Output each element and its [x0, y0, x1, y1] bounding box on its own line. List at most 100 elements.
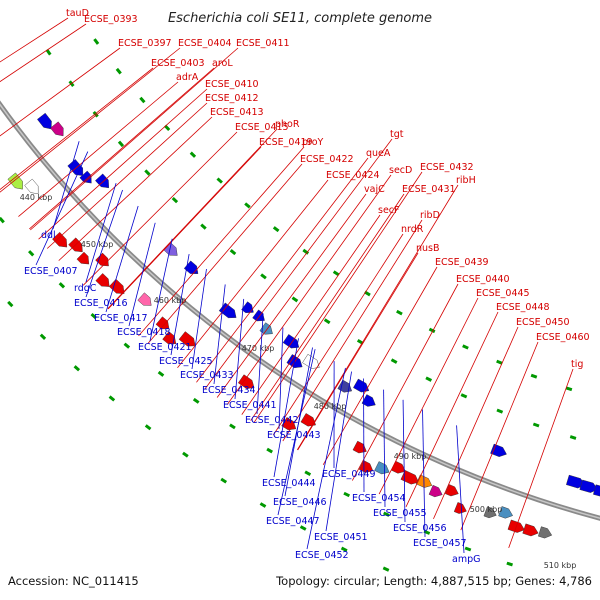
gene-label-top: secD: [389, 165, 412, 176]
gene-label-bottom: ECSE_0407: [24, 266, 78, 277]
gene-label-top: ECSE_0424: [326, 170, 380, 181]
gene-label-top: ECSE_0432: [420, 162, 474, 173]
label-leader: [52, 141, 80, 230]
label-leader: [177, 179, 329, 369]
label-leader: [272, 233, 404, 436]
gc-tick: [39, 333, 47, 340]
gene-label-bottom: ECSE_0449: [322, 469, 376, 480]
label-leader: [277, 349, 316, 516]
genome-summary-text: Topology: circular; Length: 4,887,515 bp…: [275, 574, 592, 588]
gc-tick: [192, 397, 200, 404]
gene-feature: [302, 353, 320, 369]
gene-feature: [162, 331, 177, 344]
label-leader: [460, 341, 539, 531]
gc-tick: [144, 169, 151, 176]
gene-label-top: queA: [366, 148, 391, 159]
gc-tick: [460, 393, 468, 399]
gene-label-bottom: ECSE_0451: [314, 532, 368, 543]
gene-feature: [108, 278, 125, 294]
gene-feature: [498, 506, 513, 519]
label-leader: [107, 146, 262, 310]
gene-label-top: secF: [378, 205, 399, 216]
label-leader: [213, 284, 226, 385]
gc-tick: [139, 96, 146, 104]
label-leader: [147, 163, 303, 344]
label-leader: [296, 184, 459, 451]
gene-feature: [352, 440, 367, 454]
gc-tick: [108, 395, 116, 402]
gene-feature: [95, 273, 110, 287]
label-leader: [0, 67, 154, 191]
gene-label-top: proY: [302, 137, 324, 148]
gene-label-bottom: ECSE_0452: [295, 550, 349, 561]
gene-label-top: ECSE_0403: [151, 58, 205, 69]
gc-tick: [464, 546, 472, 552]
gene-feature: [155, 316, 170, 330]
gene-label-top: adrA: [176, 72, 199, 83]
gene-label-bottom: ECSE_0457: [413, 538, 467, 549]
gene-label-bottom: ECSE_0454: [352, 493, 406, 504]
gene-label-bottom: ECSE_0442: [245, 415, 299, 426]
gene-label-bottom: ECSE_0455: [373, 508, 427, 519]
gc-tick: [383, 511, 390, 517]
gc-tick: [144, 424, 152, 431]
gc-tick: [260, 273, 267, 280]
label-leader: [138, 146, 305, 337]
label-leader: [170, 253, 190, 356]
gc-tick: [299, 525, 307, 531]
gc-tick: [272, 226, 280, 233]
gene-label-bottom: ECSE_0456: [393, 523, 447, 534]
label-leader: [0, 17, 69, 63]
label-leader: [351, 283, 459, 481]
gc-content-track: [0, 38, 577, 572]
label-leader: [241, 214, 381, 415]
gene-label-top: ECSE_0450: [516, 317, 570, 328]
label-leader: [383, 389, 386, 508]
gc-tick: [115, 67, 122, 75]
label-leader: [30, 47, 239, 231]
gc-tick: [157, 370, 165, 377]
gene-track: [7, 112, 600, 539]
label-leader: [378, 297, 479, 495]
gc-tick: [425, 376, 433, 382]
gc-tick: [496, 359, 503, 365]
gene-feature: [67, 159, 84, 176]
gene-feature: [353, 378, 370, 393]
label-leader: [128, 222, 156, 327]
gene-feature: [95, 173, 109, 189]
gc-tick: [90, 312, 98, 320]
gc-tick: [163, 124, 171, 132]
gene-feature: [453, 502, 467, 514]
gene-feature: [444, 484, 459, 497]
gc-tick: [28, 250, 35, 257]
gene-feature: [522, 523, 539, 537]
gene-label-top: ECSE_0415: [235, 122, 289, 133]
gene-label-bottom: ECSE_0434: [202, 385, 256, 396]
map-title: Escherichia coli SE11, complete genome: [168, 11, 432, 26]
label-leader: [0, 47, 181, 193]
label-leader: [405, 311, 499, 507]
gene-label-top: ECSE_0413: [210, 107, 264, 118]
gene-label-bottom: rdgC: [74, 283, 97, 294]
gene-feature: [282, 334, 300, 349]
gene-label-top: nrdR: [401, 224, 424, 235]
label-leader: [256, 313, 264, 415]
gc-tick: [340, 546, 348, 553]
gene-feature: [415, 474, 433, 488]
gc-tick: [343, 491, 351, 498]
label-leader: [85, 189, 123, 298]
gc-tick: [259, 502, 267, 508]
kbp-tick-label: 470 kbp: [242, 344, 275, 353]
gene-label-top: ECSE_0422: [300, 154, 354, 165]
label-leader: [297, 252, 419, 451]
gene-label-bottom: ECSE_0425: [159, 356, 213, 367]
gene-label-top: phoR: [275, 119, 300, 130]
label-leader: [278, 327, 284, 430]
gc-tick: [229, 249, 237, 256]
label-leader: [46, 102, 208, 249]
gc-tick: [0, 216, 5, 224]
gc-tick: [182, 451, 189, 458]
genome-backbone: [0, 100, 600, 521]
